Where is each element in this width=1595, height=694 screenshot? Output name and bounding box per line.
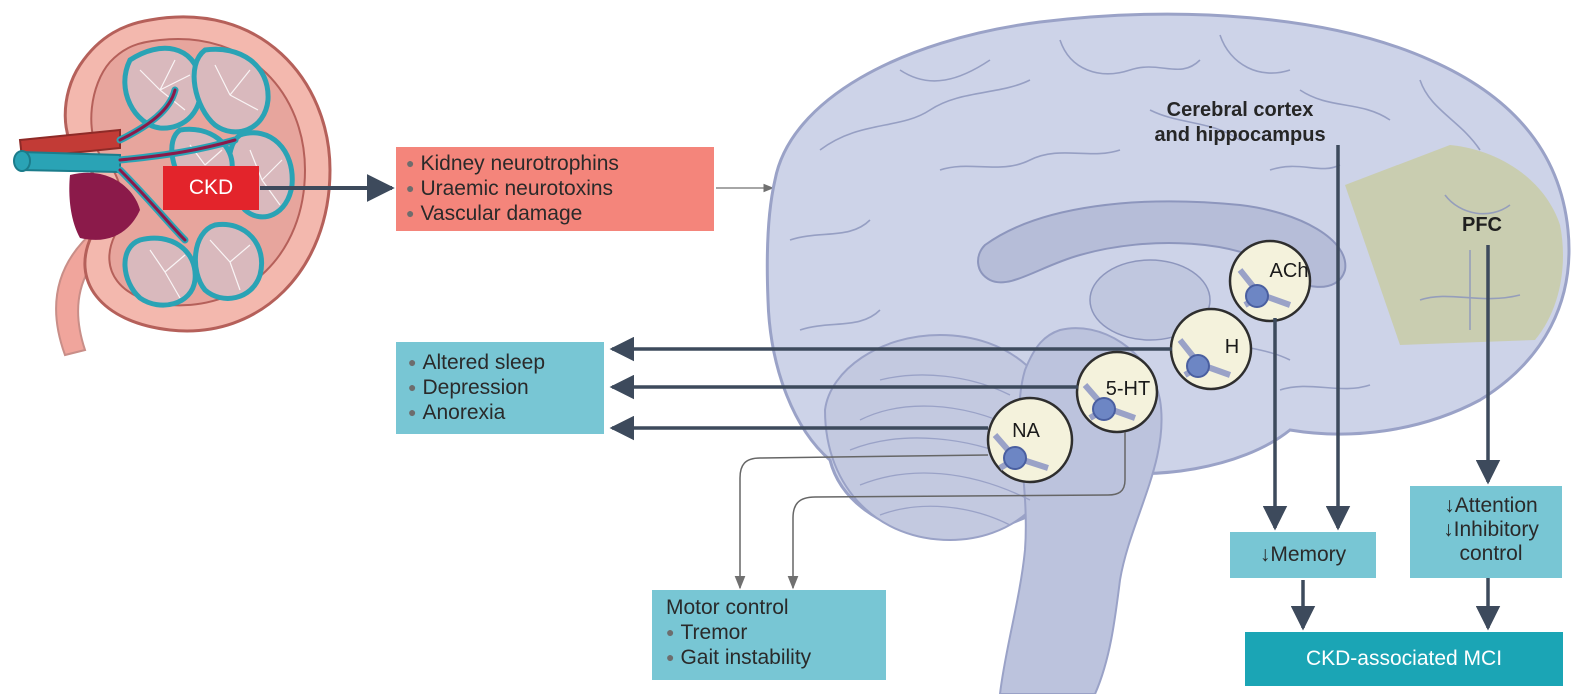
symptom-text: Anorexia: [422, 401, 505, 424]
motor-text: Tremor: [680, 621, 747, 644]
pfc-label: PFC: [1462, 214, 1502, 237]
attention-line3: control: [1420, 542, 1562, 566]
factor-item: ●Uraemic neurotoxins: [406, 176, 714, 201]
attention-box: ↓Attention ↓Inhibitory control: [1410, 486, 1562, 578]
symptom-text: Depression: [422, 376, 528, 399]
h-label: H: [1192, 336, 1272, 359]
cortex-label: Cerebral cortex and hippocampus: [1130, 98, 1350, 148]
motor-control-title: Motor control: [666, 596, 886, 620]
motor-control-box: Motor control ●Tremor ●Gait instability: [652, 590, 886, 680]
symptom-item: ●Anorexia: [408, 400, 604, 425]
cortex-label-line1: Cerebral cortex: [1130, 98, 1350, 123]
mci-outcome-label: CKD-associated MCI: [1306, 647, 1502, 670]
symptom-item: ●Altered sleep: [408, 350, 604, 375]
motor-item: ●Gait instability: [666, 645, 886, 670]
attention-line1: ↓Attention: [1420, 494, 1562, 518]
na-label: NA: [986, 420, 1066, 443]
5ht-label: 5-HT: [1088, 378, 1168, 401]
factor-item: ●Vascular damage: [406, 201, 714, 226]
memory-box: ↓Memory: [1230, 532, 1376, 578]
memory-label: ↓Memory: [1260, 543, 1346, 566]
ckd-label: CKD: [163, 166, 259, 210]
attention-line2: ↓Inhibitory: [1420, 518, 1562, 542]
kidney-lobe: [195, 224, 261, 298]
motor-item: ●Tremor: [666, 620, 886, 645]
motor-text: Gait instability: [680, 646, 811, 669]
ach-label: ACh: [1249, 260, 1329, 283]
cortex-label-line2: and hippocampus: [1130, 123, 1350, 148]
kidney-lobe: [125, 238, 195, 305]
factor-text: Uraemic neurotoxins: [420, 177, 613, 200]
mci-outcome-box: CKD-associated MCI: [1245, 632, 1563, 686]
factor-text: Vascular damage: [420, 202, 582, 225]
factor-item: ●Kidney neurotrophins: [406, 151, 714, 176]
symptoms-box: ●Altered sleep ●Depression ●Anorexia: [396, 342, 604, 434]
symptom-text: Altered sleep: [422, 351, 545, 374]
symptom-item: ●Depression: [408, 375, 604, 400]
renal-vein: [20, 152, 120, 172]
factors-box: ●Kidney neurotrophins ●Uraemic neurotoxi…: [396, 147, 714, 231]
factor-text: Kidney neurotrophins: [420, 152, 618, 175]
